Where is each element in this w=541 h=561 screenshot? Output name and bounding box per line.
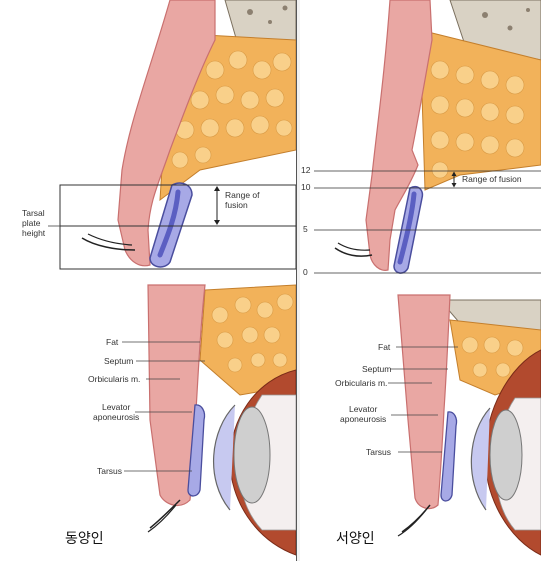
range-of-fusion-label: Range of fusion xyxy=(225,190,260,210)
lens xyxy=(234,407,270,503)
range-of-fusion-label: Range of fusion xyxy=(462,174,522,184)
left-eyelid-illustration xyxy=(0,0,296,561)
left-panel-asian: Range of fusion Tarsal plate height Fat … xyxy=(0,0,296,561)
fat-label: Fat xyxy=(106,337,118,347)
tarsus-label: Tarsus xyxy=(97,466,122,476)
cornea xyxy=(471,408,490,510)
lens xyxy=(490,410,522,500)
orbicularis-label: Orbicularis m. xyxy=(88,374,140,384)
tick-5: 5 xyxy=(303,224,308,234)
septum-label: Septum xyxy=(362,364,391,374)
tick-10: 10 xyxy=(301,182,310,192)
fat-label: Fat xyxy=(378,342,390,352)
right-panel-western: 12 10 5 0 Range of fusion Fat Septum Orb… xyxy=(300,0,541,561)
cornea xyxy=(214,405,235,510)
left-caption: 동양인 xyxy=(65,528,104,548)
right-eyelid-illustration xyxy=(300,0,541,561)
septum-label: Septum xyxy=(104,356,133,366)
tick-12: 12 xyxy=(301,165,310,175)
tick-0: 0 xyxy=(303,267,308,277)
levator-aponeurosis-label: Levator aponeurosis xyxy=(93,402,139,422)
levator-aponeurosis-label: Levator aponeurosis xyxy=(340,404,386,424)
orbicularis-label: Orbicularis m. xyxy=(335,378,387,388)
right-caption: 서양인 xyxy=(336,528,375,548)
tarsus-label: Tarsus xyxy=(366,447,391,457)
tarsal-plate-height-label: Tarsal plate height xyxy=(22,208,45,238)
